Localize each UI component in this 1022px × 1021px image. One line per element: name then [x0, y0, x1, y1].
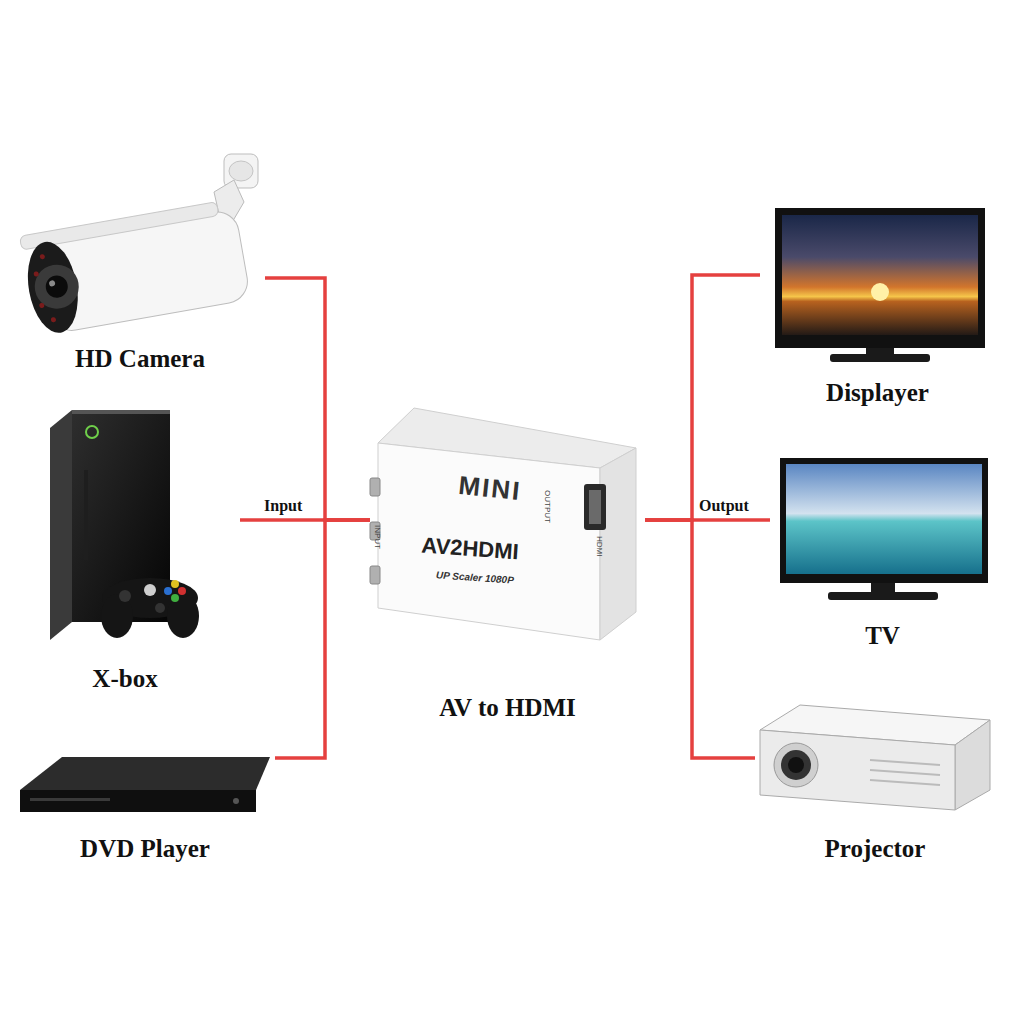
label-wrap: DVD Player	[15, 834, 275, 864]
xbox-illustration-part	[84, 470, 88, 560]
converter-illustration-part	[370, 566, 380, 584]
dvd-player-illustration-part	[30, 798, 110, 801]
device-label: DVD Player	[80, 834, 210, 864]
projector-illustration-part	[788, 757, 804, 773]
camera-illustration	[19, 154, 258, 337]
projector-illustration-part	[870, 760, 940, 765]
label-wrap: X-box	[10, 664, 240, 694]
xbox-illustration-part	[167, 594, 199, 638]
xbox-illustration-part	[178, 587, 186, 595]
edge-label: Input	[262, 497, 304, 515]
label-wrap: MINI	[439, 468, 542, 509]
device-label: X-box	[92, 664, 157, 694]
camera-illustration-part-part	[49, 280, 56, 287]
projector-illustration-part	[781, 750, 811, 780]
camera-illustration-part	[19, 199, 250, 337]
tv-illustration-part	[786, 464, 982, 574]
tv-illustration-part	[828, 592, 938, 600]
device-label: Displayer	[826, 378, 929, 408]
device-node: MINI AV2HDMI UP Scaler 1080P AV to HDMI	[370, 400, 645, 730]
converter-illustration-part	[370, 478, 380, 496]
displayer-illustration	[775, 208, 985, 362]
port-label: OUTPUT	[543, 490, 552, 523]
xbox-illustration-part	[144, 584, 156, 596]
xbox-illustration-part	[119, 590, 131, 602]
device-node: Displayer	[760, 205, 995, 411]
device-node: TV	[770, 455, 995, 653]
port-label: HDMI	[595, 536, 604, 556]
label-wrap: AV2HDMI	[399, 531, 540, 567]
signal-wire	[265, 278, 370, 520]
device-label: HD Camera	[75, 344, 205, 374]
device-label: Projector	[825, 834, 926, 864]
xbox-illustration-part	[171, 580, 179, 588]
dvd-player-illustration-part	[233, 798, 239, 804]
label-wrap: Displayer	[760, 378, 995, 408]
device-node: Projector	[755, 690, 995, 866]
label-wrap: HD Camera	[15, 344, 265, 374]
tv-illustration-part	[780, 458, 988, 583]
converter-illustration-part	[378, 443, 600, 640]
camera-illustration-part-part	[33, 271, 39, 277]
label-wrap: Projector	[755, 834, 995, 864]
camera-illustration-part-part	[21, 238, 84, 337]
dvd-player-illustration-part	[20, 757, 270, 790]
label-wrap: AV to HDMI	[370, 693, 645, 723]
camera-illustration-part-part	[51, 317, 57, 323]
displayer-illustration-part	[830, 354, 930, 362]
projector-illustration-part	[955, 720, 990, 810]
device-text: AV to HDMI	[439, 693, 576, 723]
camera-illustration-part	[229, 161, 253, 181]
displayer-illustration-part	[775, 208, 985, 348]
camera-illustration-part-part	[39, 254, 45, 260]
edge-label: Output	[697, 497, 751, 515]
dvd-player-illustration	[20, 757, 270, 812]
device-label: TV	[865, 621, 900, 651]
tv-illustration	[780, 458, 988, 600]
device-text: UP Scaler 1080P	[436, 569, 515, 586]
label-wrap: TV	[770, 621, 995, 651]
signal-wire	[645, 520, 755, 758]
converter-illustration-part	[589, 490, 601, 524]
device-text: AV2HDMI	[420, 533, 519, 566]
converter-illustration	[370, 408, 636, 640]
device-text: MINI	[457, 470, 523, 508]
tv-illustration-part	[871, 583, 895, 593]
xbox-illustration-part	[86, 426, 98, 438]
converter-illustration-part	[584, 484, 606, 530]
signal-wire	[645, 275, 760, 520]
xbox-illustration-part	[171, 594, 179, 602]
converter-illustration-part	[600, 448, 636, 640]
displayer-illustration-part	[782, 215, 978, 335]
projector-illustration-part	[774, 743, 818, 787]
projector-illustration-part	[870, 780, 940, 785]
displayer-illustration-part	[871, 283, 889, 301]
projector-illustration	[760, 705, 990, 810]
device-node: HD Camera	[15, 150, 265, 378]
dvd-player-illustration-part	[20, 790, 256, 812]
camera-illustration-part-part	[44, 274, 69, 299]
label-wrap: UP Scaler 1080P	[415, 563, 536, 589]
port-label: INPUT	[373, 525, 382, 549]
projector-illustration-part	[760, 730, 955, 810]
xbox-illustration-part	[50, 410, 72, 640]
device-node: X-box	[10, 405, 240, 700]
device-node: DVD Player	[15, 740, 275, 870]
xbox-illustration-part	[72, 410, 170, 414]
xbox-illustration	[50, 410, 199, 640]
signal-wire	[275, 520, 370, 758]
projector-illustration-part	[870, 770, 940, 775]
xbox-illustration-part	[164, 587, 172, 595]
xbox-illustration-part	[155, 603, 165, 613]
camera-illustration-part-part	[31, 261, 82, 312]
camera-illustration-part-part	[39, 303, 45, 309]
